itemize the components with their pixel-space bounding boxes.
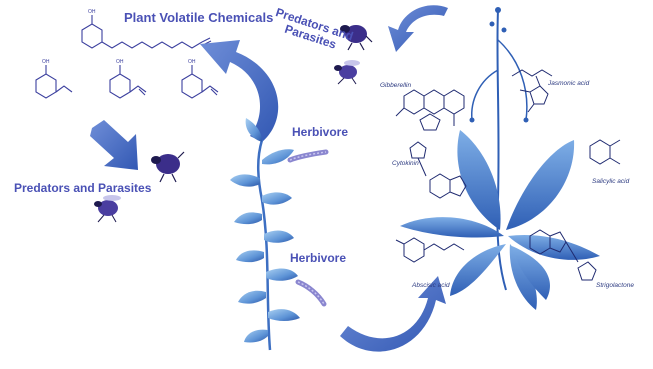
label-abscisic-acid: Abscisic acid	[412, 282, 450, 289]
jasmonic-acid-structure	[512, 70, 552, 112]
label-gibberellin: Gibberellin	[380, 82, 411, 89]
arrow-plant-to-volatiles	[200, 40, 278, 142]
volatile-molecule-vinyl-b: OH	[182, 59, 218, 98]
herbivore-caterpillar-lower	[298, 282, 324, 304]
abscisic-acid-structure	[396, 238, 464, 262]
label-cytokinin: Cytokinin	[392, 160, 419, 167]
label-jasmonic-acid: Jasmonic acid	[548, 80, 589, 87]
svg-text:OH: OH	[88, 9, 96, 15]
gibberellin-structure	[396, 90, 464, 130]
arrow-volatiles-to-predators	[90, 120, 138, 170]
svg-text:OH: OH	[42, 59, 50, 65]
herbivore-caterpillar-upper	[290, 152, 326, 160]
label-herbivore-lower: Herbivore	[290, 252, 346, 265]
plant-branch	[230, 118, 300, 350]
wasp-icon-top	[334, 60, 360, 84]
volatile-molecule-ethyl: OH	[36, 59, 72, 98]
label-predators-parasites-left: Predators and Parasites	[14, 182, 151, 195]
label-salicylic-acid: Salicylic acid	[592, 178, 629, 185]
arrow-to-predators-top	[388, 5, 448, 52]
label-plant-volatile-chemicals: Plant Volatile Chemicals	[124, 10, 273, 25]
volatile-molecule-vinyl-a: OH	[110, 59, 146, 98]
svg-text:OH: OH	[188, 59, 196, 65]
svg-text:OH: OH	[116, 59, 124, 65]
rosette-plant	[400, 7, 600, 310]
beetle-icon-left	[151, 152, 184, 182]
salicylic-acid-structure	[590, 140, 620, 164]
label-strigolactone: Strigolactone	[596, 282, 634, 289]
wasp-icon-left	[94, 195, 121, 222]
label-herbivore-upper: Herbivore	[292, 126, 348, 139]
